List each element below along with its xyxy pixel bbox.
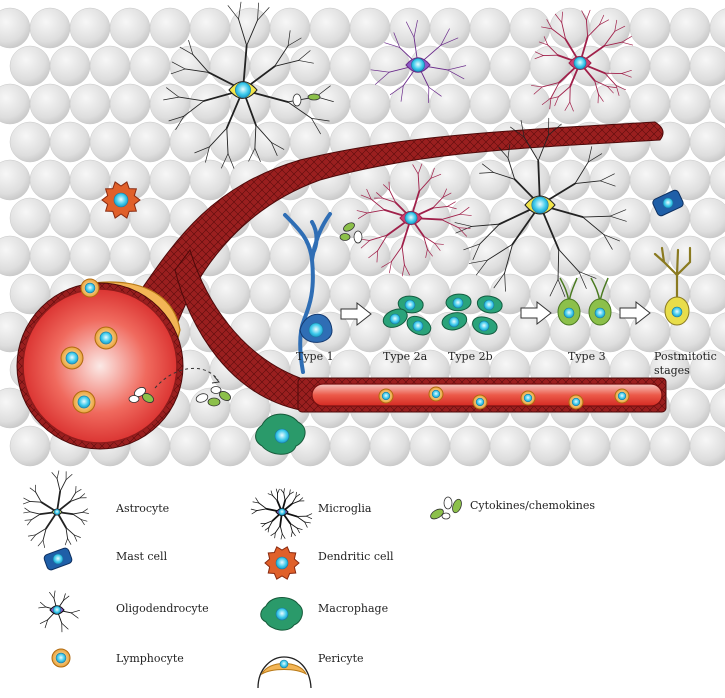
lymphocyte bbox=[72, 390, 96, 414]
label-stages: stages bbox=[654, 364, 690, 377]
microglia-icon bbox=[250, 488, 313, 540]
legend-label-macrophage: Macrophage bbox=[318, 602, 388, 615]
mast-cell bbox=[652, 189, 684, 217]
lymphocyte bbox=[520, 390, 536, 406]
background-tissue bbox=[0, 7, 725, 467]
microglia-middle bbox=[356, 163, 472, 277]
legend-label-mast-cell: Mast cell bbox=[116, 550, 168, 563]
vessel-cross-section bbox=[16, 278, 231, 450]
type2b-cell bbox=[441, 312, 467, 331]
type2b-cell bbox=[476, 295, 503, 314]
lymphocyte bbox=[428, 386, 444, 402]
label-type3: Type 3 bbox=[568, 350, 606, 363]
type3-cell bbox=[588, 277, 612, 326]
arrow-type3-to-postmitotic bbox=[619, 300, 651, 326]
type2a-cell bbox=[397, 295, 424, 314]
type2b-cell bbox=[445, 293, 472, 312]
type1-radial-glia bbox=[283, 212, 333, 374]
legend: Astrocyte Mast cell Oligodendrocyte Lymp… bbox=[115, 499, 595, 665]
dendritic-cell bbox=[101, 181, 141, 219]
astrocyte-right bbox=[454, 117, 627, 297]
type2a-cell bbox=[406, 315, 432, 336]
legend-label-dendritic-cell: Dendritic cell bbox=[318, 550, 394, 563]
pericyte-nucleus bbox=[80, 278, 100, 298]
postmitotic-neuron bbox=[653, 246, 692, 326]
oligodendrocyte bbox=[370, 20, 467, 103]
label-type2a: Type 2a bbox=[383, 350, 428, 363]
type3-cell bbox=[557, 277, 581, 326]
stage-labels: Type 1 Type 2a Type 2b Type 3 Postmitoti… bbox=[296, 350, 717, 377]
blood-vessel bbox=[119, 121, 667, 413]
lymphocyte bbox=[378, 388, 394, 404]
label-type2b: Type 2b bbox=[448, 350, 493, 363]
arrow-type2b-to-type3 bbox=[520, 300, 552, 326]
cytokine-near-type1 bbox=[339, 222, 363, 244]
lymphocyte bbox=[568, 394, 584, 410]
lymphocyte-icon-body bbox=[51, 648, 71, 668]
cytokine-cluster-released bbox=[195, 386, 231, 407]
type2b-cell bbox=[472, 316, 498, 335]
legend-label-pericyte: Pericyte bbox=[318, 652, 364, 665]
lymphocyte bbox=[94, 326, 118, 350]
label-type1: Type 1 bbox=[296, 350, 334, 363]
macrophage-icon bbox=[260, 597, 303, 631]
astrocyte-icon bbox=[22, 470, 89, 548]
cytokine-near-astrocyte bbox=[292, 93, 321, 107]
cytokines-icon bbox=[430, 496, 462, 520]
legend-label-lymphocyte: Lymphocyte bbox=[116, 652, 184, 665]
lymphocyte bbox=[614, 388, 630, 404]
astrocyte-top bbox=[163, 1, 334, 169]
macrophage bbox=[255, 413, 306, 455]
lymphocyte bbox=[472, 394, 488, 410]
oligodendrocyte-icon bbox=[38, 590, 80, 633]
legend-label-cytokines: Cytokines/chemokines bbox=[470, 499, 595, 512]
lymphocyte bbox=[60, 346, 84, 370]
cytokine-cluster-lumen bbox=[128, 387, 154, 403]
dendritic-cell-icon bbox=[264, 546, 300, 580]
legend-label-microglia: Microglia bbox=[318, 502, 372, 515]
lymphocyte-icon bbox=[51, 648, 71, 668]
pericyte-icon bbox=[257, 656, 312, 689]
arrow-type1-to-type2a bbox=[340, 301, 372, 327]
microglia-top bbox=[531, 9, 634, 112]
mast-cell-icon bbox=[43, 547, 73, 571]
label-postmitotic: Postmitotic bbox=[654, 350, 717, 363]
legend-label-astrocyte: Astrocyte bbox=[115, 502, 169, 515]
legend-label-oligodendrocyte: Oligodendrocyte bbox=[116, 602, 209, 615]
type2a-cell bbox=[382, 308, 408, 328]
